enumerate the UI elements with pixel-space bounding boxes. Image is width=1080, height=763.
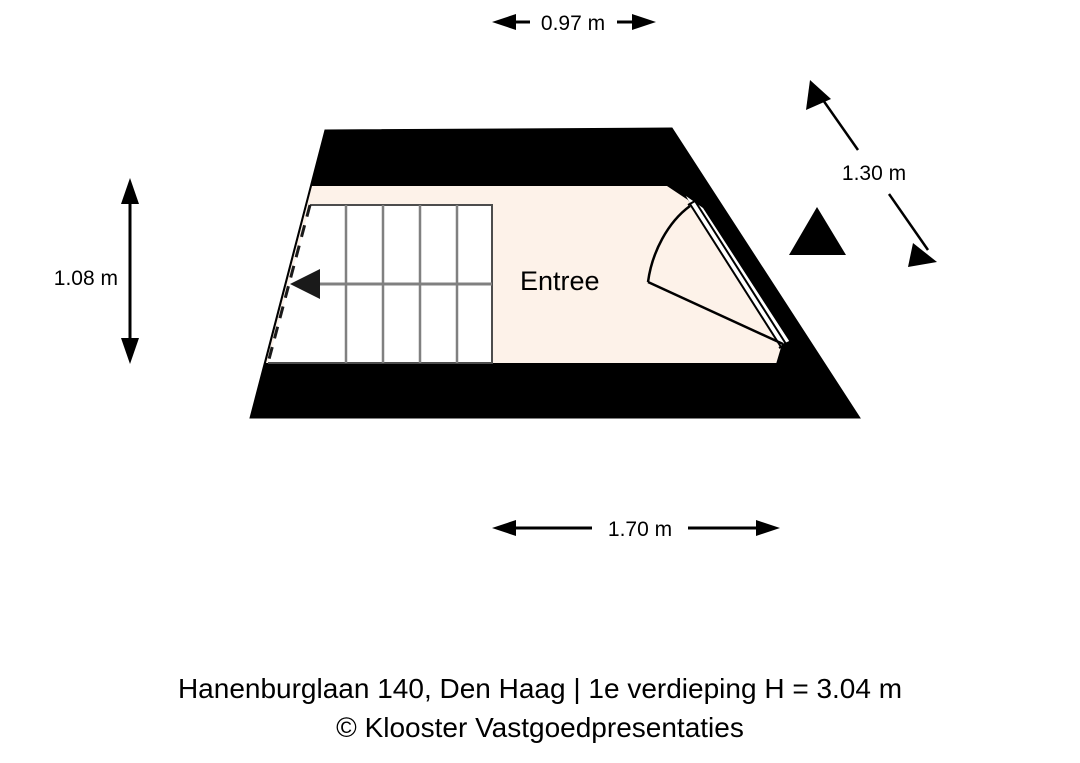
dimension-label: 1.08 m — [54, 267, 118, 290]
dimension-left-height: 1.08 m — [54, 178, 139, 364]
entrance-door — [646, 196, 794, 349]
arrow-head-down-icon — [121, 338, 139, 364]
room-label-entree: Entree — [520, 266, 600, 296]
door-leaf-line — [694, 200, 787, 345]
north-triangle-icon — [789, 207, 846, 255]
plan-title-address: Hanenburglaan 140, Den Haag | 1e verdiep… — [178, 673, 902, 704]
stair-direction-arrow-icon — [290, 269, 320, 299]
dimension-label: 1.70 m — [608, 518, 672, 541]
door-leaf-line — [689, 203, 782, 348]
staircase — [266, 204, 493, 364]
door-hinge-cap-top — [687, 196, 703, 206]
plan-title-copyright: © Klooster Vastgoedpresentaties — [336, 712, 744, 743]
dimension-line — [887, 193, 930, 251]
wall-stub-upper — [665, 128, 706, 196]
door-swing-arc — [646, 204, 691, 283]
arrow-head-up-icon — [121, 178, 139, 204]
dimension-bottom-width: 1.70 m — [492, 518, 780, 541]
arrow-head-upleft-icon — [806, 80, 831, 110]
arrow-head-right-icon — [632, 14, 656, 30]
arrow-head-left-icon — [492, 14, 516, 30]
arrow-head-downright-icon — [908, 243, 937, 267]
dimension-label: 0.97 m — [541, 12, 605, 35]
arrow-head-right-icon — [756, 520, 780, 536]
dimension-top-width: 0.97 m — [492, 12, 656, 35]
door-leaf-line — [699, 197, 792, 342]
arrow-head-left-icon — [492, 520, 516, 536]
door-swing-radius — [647, 280, 784, 346]
dimension-right-diagonal: 1.30 m — [806, 80, 937, 267]
dimension-label: 1.30 m — [842, 162, 906, 185]
wall-stub-lower — [760, 337, 860, 418]
room-interior-fill-door-edge — [667, 186, 782, 363]
door-hinge-cap-bottom — [778, 339, 794, 349]
staircase-dashed-edge — [266, 204, 312, 364]
